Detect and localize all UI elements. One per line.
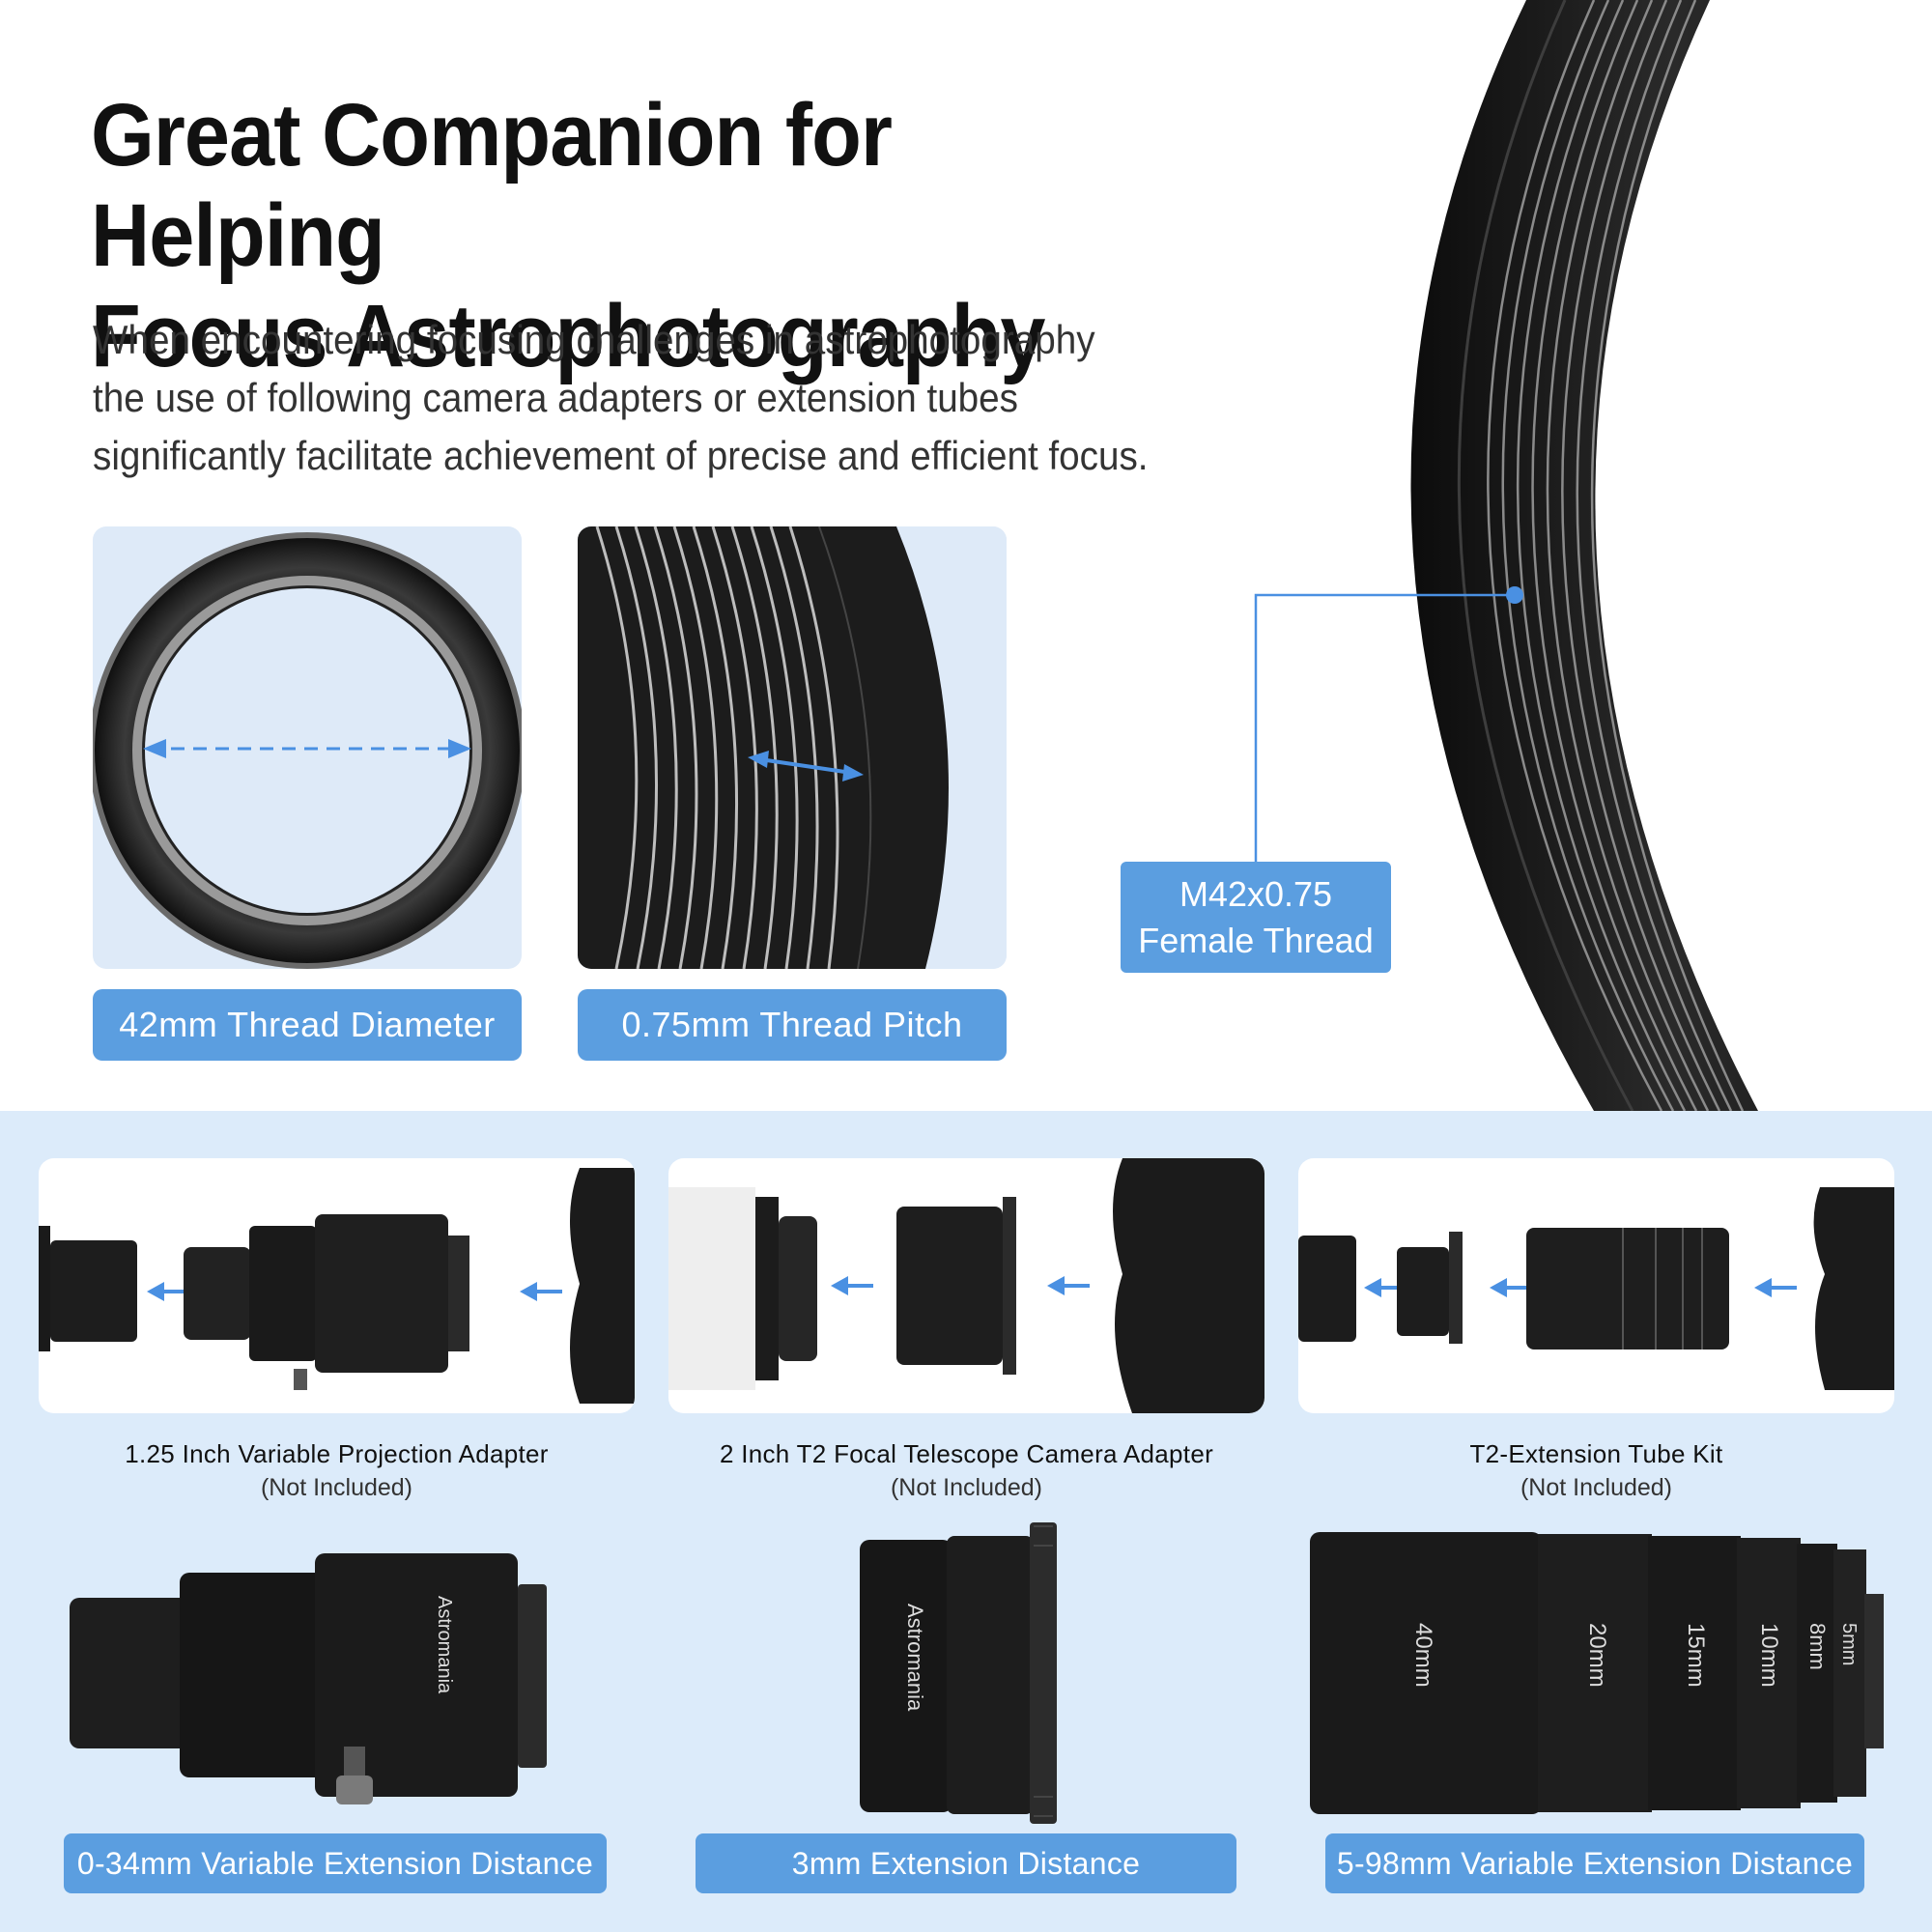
t2-focal-adapter-setup-illustration bbox=[668, 1158, 1264, 1413]
arrow-left-icon bbox=[1047, 1276, 1065, 1295]
title-line-1: Great Companion for Helping bbox=[91, 86, 893, 285]
projection-adapter-distance: 0-34mm Variable Extension Distance bbox=[64, 1833, 607, 1893]
thread-grooves bbox=[595, 526, 839, 969]
camera-body bbox=[570, 1168, 635, 1404]
thumb-screw bbox=[336, 1776, 373, 1804]
tube-label-20mm: 20mm bbox=[1584, 1623, 1610, 1688]
m42-ring-image bbox=[1410, 0, 1932, 1111]
pitch-line bbox=[753, 756, 859, 776]
intro-line-2: the use of following camera adapters or … bbox=[93, 375, 1018, 420]
camera-body bbox=[1113, 1158, 1264, 1413]
callout-leader-line bbox=[1254, 593, 1517, 862]
projection-adapter-name: 1.25 Inch Variable Projection Adapter bbox=[125, 1439, 549, 1468]
arrow-left-icon bbox=[1490, 1278, 1507, 1297]
tube-label-8mm: 8mm bbox=[1805, 1623, 1830, 1670]
arrow-left-icon bbox=[1754, 1278, 1772, 1297]
t2-focal-adapter-note: (Not Included) bbox=[890, 1474, 1043, 1501]
inner-thread-edge bbox=[132, 576, 482, 925]
thread-closeup-illustration bbox=[578, 526, 1007, 969]
female-thread-callout: M42x0.75 Female Thread bbox=[1121, 862, 1391, 973]
arrow-left-icon bbox=[748, 751, 769, 768]
thread-pitch-image bbox=[578, 526, 1007, 969]
thread-body bbox=[578, 526, 949, 969]
extension-tube-kit-image: 40mm 20mm 15mm 10mm 8mm 5mm bbox=[1310, 1532, 1884, 1814]
tube-label-5mm: 5mm bbox=[1838, 1623, 1860, 1665]
projection-adapter-image: Astromania bbox=[70, 1553, 547, 1804]
brand-mark: Astromania bbox=[434, 1596, 455, 1694]
extension-tube-setup-illustration bbox=[1298, 1187, 1894, 1390]
extension-tube-note: (Not Included) bbox=[1520, 1474, 1673, 1501]
arrow-left-icon bbox=[1364, 1278, 1381, 1297]
thread-diameter-image bbox=[93, 526, 522, 969]
arrow-left-icon bbox=[831, 1276, 848, 1295]
title-line-2: Focus Astrophotography bbox=[91, 287, 1046, 385]
ring-diameter-illustration bbox=[93, 532, 522, 969]
projection-adapter-setup-card bbox=[39, 1158, 635, 1413]
t2-focal-adapter-setup-card bbox=[668, 1158, 1264, 1413]
ring-opening bbox=[1595, 0, 1932, 1111]
extension-tube-distance: 5-98mm Variable Extension Distance bbox=[1325, 1833, 1864, 1893]
thread-diameter-label: 42mm Thread Diameter bbox=[93, 989, 522, 1061]
ring-grooves bbox=[1487, 0, 1745, 1111]
thread-pitch-label: 0.75mm Thread Pitch bbox=[578, 989, 1007, 1061]
extension-tube-setup-card bbox=[1298, 1158, 1894, 1413]
intro-line-1: When encountering focusing challenges in… bbox=[93, 317, 1095, 362]
extension-tube-name: T2-Extension Tube Kit bbox=[1469, 1439, 1723, 1468]
callout-line-2: Female Thread bbox=[1138, 920, 1374, 960]
intro-paragraph: When encountering focusing challenges in… bbox=[93, 311, 1248, 485]
callout-line-1: M42x0.75 bbox=[1179, 873, 1333, 914]
arrow-right-icon bbox=[448, 739, 471, 758]
projection-adapter-setup-illustration bbox=[39, 1168, 635, 1404]
brand-mark: Astromania bbox=[903, 1604, 927, 1712]
camera-body bbox=[1813, 1187, 1894, 1390]
arrow-left-icon bbox=[143, 739, 166, 758]
page-title: Great Companion for Helping Focus Astrop… bbox=[91, 85, 1122, 386]
t2-focal-adapter-name: 2 Inch T2 Focal Telescope Camera Adapter bbox=[719, 1439, 1214, 1468]
tube-label-40mm: 40mm bbox=[1410, 1623, 1436, 1688]
intro-line-3: significantly facilitate achievement of … bbox=[93, 433, 1149, 478]
t2-focal-adapter-distance: 3mm Extension Distance bbox=[696, 1833, 1236, 1893]
arrow-right-icon bbox=[842, 764, 864, 781]
tube-label-15mm: 15mm bbox=[1683, 1623, 1709, 1688]
arrow-left-icon bbox=[147, 1282, 164, 1301]
t2-focal-adapter-image: Astromania bbox=[860, 1522, 1057, 1824]
arrow-left-icon bbox=[520, 1282, 537, 1301]
projection-adapter-note: (Not Included) bbox=[260, 1474, 413, 1501]
tube-label-10mm: 10mm bbox=[1756, 1623, 1782, 1688]
ring-opening bbox=[145, 588, 469, 913]
